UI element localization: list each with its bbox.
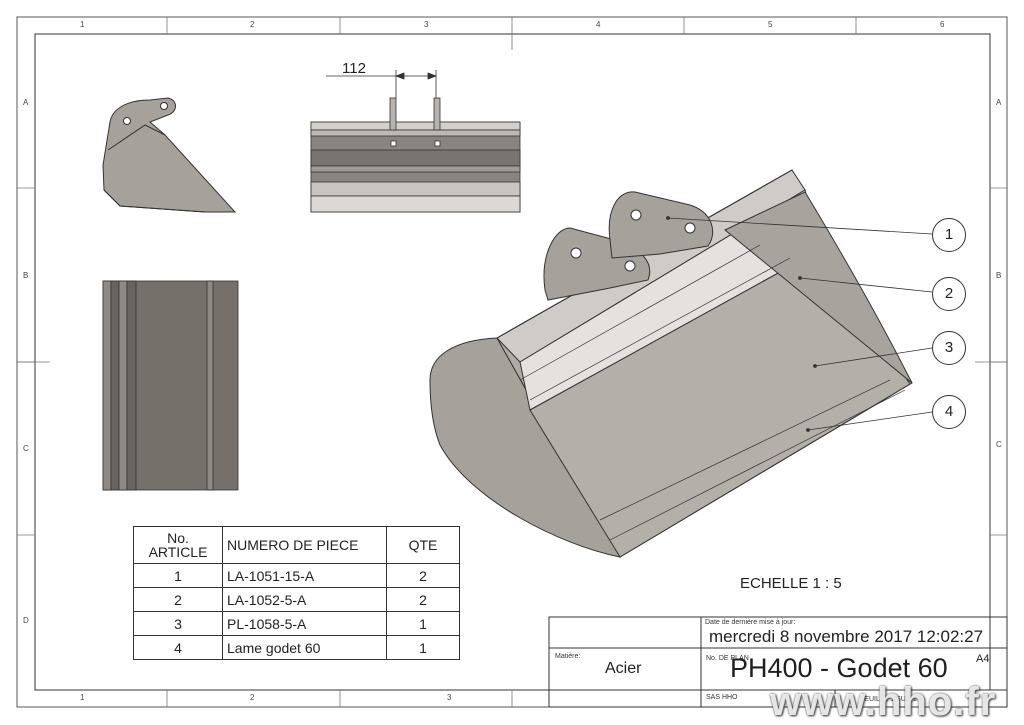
zone-col-1: 1 [80,20,85,29]
zone-row-c-right: C [996,440,1002,449]
table-row: 2 LA-1052-5-A 2 [133,587,460,612]
bom-cell-part: LA-1052-5-A [222,587,387,612]
top-view [102,280,239,491]
company-label: SAS HHO [706,694,738,701]
format-label: A4 [976,653,990,665]
date-value: mercredi 8 novembre 2017 12:02:27 [709,627,984,646]
plan-label: No. DE PLAN [706,655,749,662]
bom-cell-no: 2 [133,587,223,612]
balloon-2: 2 [932,277,966,311]
bom-header-part: NUMERO DE PIECE [222,526,387,564]
zone-col-2-bottom: 2 [250,693,255,702]
zone-row-c: C [23,444,29,453]
balloon-4: 4 [932,395,966,429]
material-value: Acier [605,660,642,677]
side-view [102,97,237,213]
zone-row-d: D [23,616,29,625]
bom-cell-qty: 1 [386,611,460,636]
bom-table: No. ARTICLE NUMERO DE PIECE QTE 1 LA-105… [133,526,460,660]
sheet-label: FEUILLE 1 SUR 1 [860,696,917,703]
bom-cell-qty: 1 [386,635,460,660]
bom-cell-qty: 2 [386,563,460,588]
zone-row-a-right: A [996,98,1002,107]
zone-col-4: 4 [596,20,601,29]
zone-col-5: 5 [768,20,773,29]
balloon-3: 3 [932,331,966,365]
zone-row-b-right: B [996,271,1002,280]
title-block-frame [548,616,1008,708]
zone-row-b: B [23,271,29,280]
balloon-1: 1 [932,218,966,252]
isometric-view [429,169,913,558]
dimension-112 [326,70,438,98]
zone-ticks [17,17,1007,707]
bom-cell-no: 1 [133,563,223,588]
dimension-label: 112 [342,60,366,77]
bom-header-qty: QTE [386,526,460,564]
front-view [310,97,521,213]
watermark: www.hho.fr [770,680,997,724]
bom-cell-no: 3 [133,611,223,636]
bom-cell-part: PL-1058-5-A [222,611,387,636]
material-label: Matière: [555,653,581,660]
plan-value: PH400 - Godet 60 [730,653,948,683]
zone-col-3: 3 [424,20,429,29]
zone-col-2: 2 [250,20,255,29]
bom-cell-part: LA-1051-15-A [222,563,387,588]
bom-cell-qty: 2 [386,587,460,612]
zone-row-a: A [23,98,29,107]
bom-header-no: No. ARTICLE [133,526,223,564]
table-row: 3 PL-1058-5-A 1 [133,611,460,636]
leader-lines [666,216,933,432]
scale-label: ECHELLE 1 : 5 [740,575,842,592]
bom-cell-part: Lame godet 60 [222,635,387,660]
zone-col-1-bottom: 1 [80,693,85,702]
bom-header-row: No. ARTICLE NUMERO DE PIECE QTE [133,526,460,564]
zone-col-6: 6 [940,20,945,29]
date-label: Date de dernière mise à jour: [705,619,796,626]
table-row: 4 Lame godet 60 1 [133,635,460,660]
table-row: 1 LA-1051-15-A 2 [133,563,460,588]
zone-col-3-bottom: 3 [447,693,452,702]
bom-cell-no: 4 [133,635,223,660]
